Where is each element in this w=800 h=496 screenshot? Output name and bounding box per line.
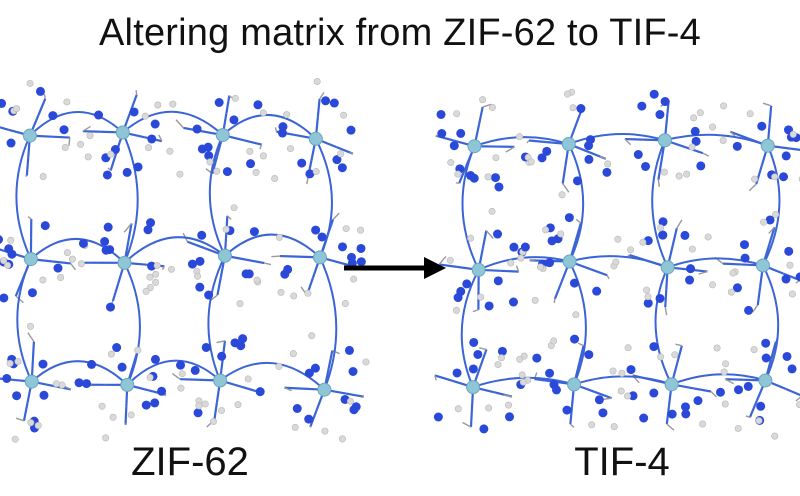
atoms <box>0 78 370 443</box>
transformation-arrow <box>344 257 446 279</box>
figure-title: Altering matrix from ZIF-62 to TIF-4 <box>99 12 701 54</box>
atoms <box>433 88 800 440</box>
tif-4-structure <box>433 88 800 440</box>
tif-4-label: TIF-4 <box>574 440 670 484</box>
zif-62-label: ZIF-62 <box>131 440 249 484</box>
zif-62-structure <box>0 78 370 443</box>
